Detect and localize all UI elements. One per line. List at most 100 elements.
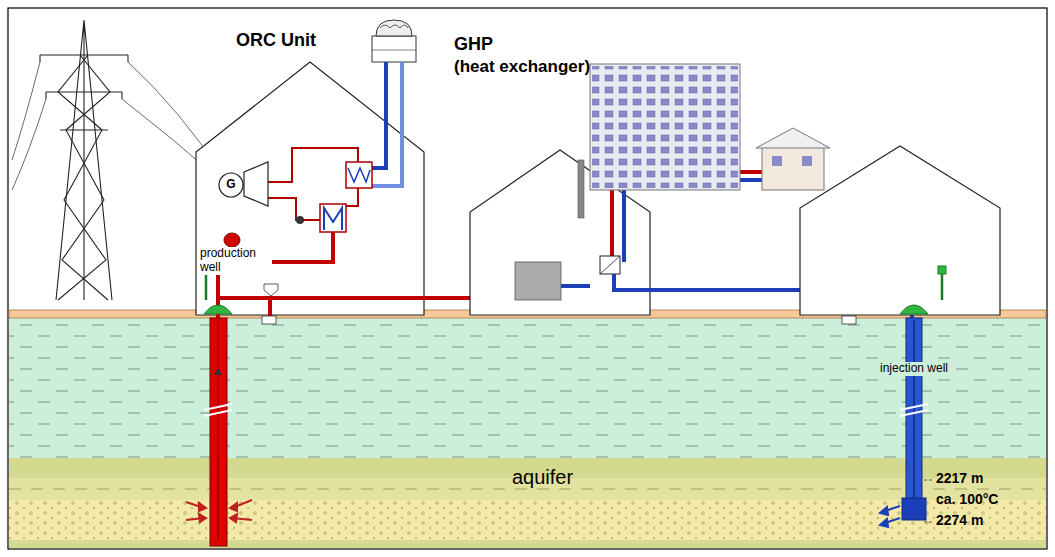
orc-cycle [268,198,320,220]
condenser [348,168,370,182]
wellhead [202,262,946,314]
production-well [217,320,219,540]
chimney [578,160,584,218]
ground-layers [9,540,1046,548]
cooling-tower [372,20,416,62]
office-building [590,64,740,190]
frame [8,8,1047,549]
well-label: production well [198,247,272,275]
ground-layers [9,489,1046,490]
ground-layers [9,318,1046,458]
inflow-arrows [230,514,237,522]
power-wires [12,99,46,190]
depth-label: 2274 m [936,512,983,528]
small-house [756,128,830,148]
wellhead [938,266,946,274]
boiler [515,262,561,300]
cooling-tower [372,50,416,51]
ground-layers [9,500,1046,540]
injection-well [913,320,915,500]
outflow-arrows [880,507,888,515]
wellhead [900,305,928,314]
inflow-arrows [199,514,206,522]
depth-markers [924,480,932,522]
hot-water-pipe [268,298,272,318]
unit-title: GHP [454,34,493,55]
turbine [244,162,268,206]
power-pylon [56,20,112,300]
production-well [210,318,227,546]
turbine [244,162,268,206]
pump [296,216,304,224]
valve-marker [264,284,278,296]
power-pylon [58,55,110,300]
inflow-arrows [186,500,252,520]
chimney [578,160,584,218]
orc-house [196,62,424,315]
depth-markers [924,522,932,523]
outflow-arrows [880,519,888,527]
pump [296,216,304,224]
ground-layers [9,310,1046,548]
orc-house [196,62,424,315]
heat-exchanger [600,256,620,274]
office-building [592,66,738,188]
cooling-pipes [372,62,402,186]
production-well [214,368,222,375]
condenser [346,162,372,188]
production-well [204,404,232,416]
depth-label: 2217 m [936,470,983,486]
district-pipes [624,180,790,262]
wellhead [206,268,942,300]
inflow-arrows [230,503,237,511]
small-house [772,156,782,166]
inflow-arrows [186,500,252,522]
power-pylon [40,55,128,99]
evaporator [320,204,346,232]
pump-box [262,316,276,324]
pump-box [262,316,276,324]
inflow-arrows [199,503,206,511]
small-house [762,146,824,190]
power-wires [12,62,40,160]
power-wires [12,62,225,190]
generator-symbol-letter: G [226,178,235,192]
evaporator [320,204,346,232]
outflow-arrows [880,506,900,527]
orc-cycle [346,188,358,206]
injection-house [800,146,1000,315]
cooling-tower [380,25,408,28]
pump-box [842,316,856,324]
ground-layers [9,318,1046,458]
depth-markers [924,480,932,481]
condenser [346,162,372,188]
power-pylon [40,20,128,300]
generator [243,184,244,186]
injection-well [906,318,922,518]
office-building [590,64,740,190]
small-house [802,156,812,166]
generator [219,173,243,197]
injection-well [900,318,928,520]
expansion-vessel [224,233,240,247]
temperature-label: ca. 100°C [936,491,998,507]
unit-subtitle: (heat exchanger) [454,57,590,77]
pump-box [842,316,856,324]
heat-exchanger [600,256,620,274]
layer-label: aquifer [512,466,573,489]
valve-marker [264,284,278,296]
ground-layers [9,500,1046,540]
cooling-tower [372,36,416,62]
power-pylon [40,55,128,130]
small-house [756,128,830,190]
well-label: injection well [878,362,950,376]
heat-exchanger [600,256,620,274]
injection-house [800,146,1000,315]
wellhead [204,305,232,314]
unit-title: ORC Unit [236,30,316,51]
frame [8,8,1047,549]
orc-cycle [268,148,358,182]
cooling-tower [376,20,412,36]
cooling-pipes [372,62,402,186]
